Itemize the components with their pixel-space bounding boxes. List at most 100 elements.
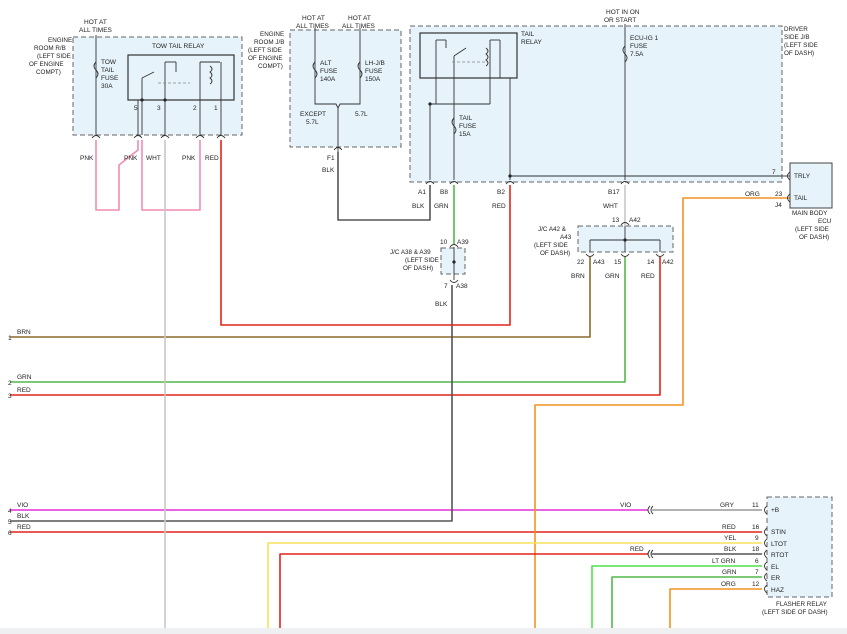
wire-label-pnk-3: PNK [182, 155, 196, 162]
flasher-wire-1: GRY [720, 502, 735, 509]
tow-tail-relay-pin-5: 5 [134, 105, 138, 112]
harness-wire-6: RED [17, 524, 31, 531]
jc-a42-label-2: A43 [560, 234, 572, 241]
tow-tail-fuse-label-1: TOW [101, 59, 117, 66]
v57-label: 5.7L [355, 111, 368, 118]
driver-jb-label-2: SIDE J/B [784, 34, 810, 41]
engine-room-rb-label-2: ROOM R/B [34, 45, 66, 52]
flasher-pin-name-4: RTOT [771, 552, 788, 559]
jc-a39-pin-10: 10 [440, 239, 448, 246]
flasher-pin-name-7: HAZ [771, 587, 784, 594]
jc-a42-a43: 13 A42 22 A43 15 14 A42 J/C A42 & A43 (L… [534, 217, 674, 266]
wire-label-grn-b8: GRN [434, 203, 449, 210]
flasher-pin-num-1: 11 [752, 502, 759, 509]
jc-a43-conn: A43 [593, 259, 605, 266]
harness-wire-5: BLK [17, 513, 30, 520]
ecu-trly: TRLY [794, 173, 811, 180]
wire-label-red-b2: RED [492, 203, 506, 210]
wire-label-wht-b17: WHT [603, 203, 618, 210]
flasher-red-in: RED [630, 546, 644, 553]
flasher-wire-2: RED [722, 524, 736, 531]
jc-a38-conn: A38 [456, 283, 468, 290]
ecu-pin-j4: J4 [775, 202, 782, 209]
flasher-pin-name-3: LTOT [771, 541, 787, 548]
engine-room-jb-label-2: ROOM J/B [254, 39, 284, 46]
tail-relay-label-1: TAIL [521, 31, 535, 38]
alt-fuse-label-1: ALT [320, 60, 331, 67]
harness-wire-2: GRN [17, 374, 32, 381]
tail-fuse-label-2: FUSE [459, 123, 477, 130]
wire-ltgrn-el [591, 565, 762, 630]
tow-tail-fuse-label-3: FUSE [101, 75, 119, 82]
wire-blk-f1-a1 [337, 152, 431, 221]
pin-f1: F1 [327, 155, 335, 162]
wire-red-harness [10, 257, 661, 396]
flasher-pin-num-4: 18 [752, 546, 760, 553]
driver-jb-power-1: HOT IN ON [606, 9, 640, 16]
harness-wire-4: VIO [17, 502, 28, 509]
jc-a42-conn: A42 [662, 259, 674, 266]
engine-room-jb-label-4: OF ENGINE [248, 55, 283, 62]
flasher-pin-num-3: 9 [755, 535, 759, 542]
harness-num-1: 1 [8, 335, 12, 342]
pin-b17: B17 [608, 189, 620, 196]
ecu-fuse-label-1: ECU-IG 1 [630, 35, 659, 42]
driver-jb-label-4: OF DASH) [784, 50, 814, 57]
flasher-pin-num-5: 6 [755, 558, 759, 565]
flasher-pin-name-6: ER [771, 575, 780, 582]
engine-room-jb-power2-2: ALL TIMES [342, 23, 376, 30]
flasher-pin-num-2: 16 [752, 524, 760, 531]
jc-a38-label-3: OF DASH) [403, 265, 433, 272]
alt-fuse-label-3: 140A [320, 76, 336, 83]
wire-label-blk-a1: BLK [412, 203, 425, 210]
flasher-wire-4: BLK [724, 546, 737, 553]
wire-label-red: RED [641, 273, 655, 280]
viewer-bottom-bar [0, 628, 847, 634]
harness-num-2: 2 [8, 380, 12, 387]
ecu-label-2: ECU [818, 218, 832, 225]
flasher-relay: VIO RED GRY 11 +B RED 16 STIN YEL 9 LTOT… [620, 496, 833, 616]
engine-room-rb-power-1: HOT AT [84, 19, 107, 26]
jc-a39-conn: A39 [457, 239, 469, 246]
wire-grn-harness [10, 257, 626, 383]
engine-room-rb: HOT AT ALL TIMES ENGINE ROOM R/B (LEFT S… [29, 19, 243, 139]
ecu-label-3: (LEFT SIDE [795, 226, 829, 233]
engine-room-rb-power-2: ALL TIMES [79, 27, 113, 34]
jc-a42-label-1: J/C A42 & [538, 226, 567, 233]
tow-tail-relay-pin-2: 2 [193, 105, 197, 112]
main-body-ecu: TRLY TAIL 23 J4 MAIN BODY ECU (LEFT SIDE… [775, 162, 833, 241]
harness-num-6: 6 [8, 530, 12, 537]
harness-num-3: 3 [8, 393, 12, 400]
pin-a1: A1 [418, 189, 426, 196]
wire-label-blk-f1: BLK [322, 167, 335, 174]
engine-room-jb-power2-1: HOT AT [348, 15, 371, 22]
tail-fuse-label-3: 15A [459, 131, 471, 138]
jc-a42-pin-15: 15 [614, 259, 622, 266]
pin-b2: B2 [497, 189, 505, 196]
wire-label-blk-a38: BLK [435, 301, 448, 308]
wire-org-ecu [534, 197, 790, 630]
jc-a42-top-conn: A42 [629, 217, 641, 224]
wire-label-brn: BRN [571, 273, 585, 280]
tow-tail-relay-pin-3: 3 [157, 105, 161, 112]
engine-room-rb-label-4: OF ENGINE [29, 61, 64, 68]
engine-room-jb: HOT AT ALL TIMES HOT AT ALL TIMES ENGINE… [248, 15, 402, 152]
jc-a42-label-3: (LEFT SIDE [534, 242, 568, 249]
driver-jb-pin-7: 7 [772, 169, 776, 176]
tow-tail-relay-pin-1: 1 [214, 105, 218, 112]
ecu-label-4: OF DASH) [799, 234, 829, 241]
flasher-vio-in: VIO [620, 502, 631, 509]
jc-a38-label-1: J/C A38 & A39 [390, 249, 431, 256]
wire-red-rtot [279, 553, 648, 630]
tow-tail-fuse-label-4: 30A [101, 83, 113, 90]
jc-a42-label-4: OF DASH) [540, 250, 570, 257]
engine-room-jb-label-3: (LEFT SIDE [248, 47, 282, 54]
lhjb-fuse-label-2: FUSE [365, 68, 383, 75]
engine-room-rb-label-5: COMPT) [36, 69, 61, 76]
driver-jb-label-1: DRIVER [784, 26, 808, 33]
engine-room-jb-power1-2: ALL TIMES [296, 23, 330, 30]
tow-tail-relay-label: TOW TAIL RELAY [152, 43, 205, 50]
lhjb-fuse-label-1: LH-J/B [365, 60, 385, 67]
flasher-label-2: (LEFT SIDE OF DASH) [762, 609, 828, 616]
jc-a38-a39: 10 A39 7 A38 J/C A38 & A39 (LEFT SIDE OF… [390, 239, 469, 290]
